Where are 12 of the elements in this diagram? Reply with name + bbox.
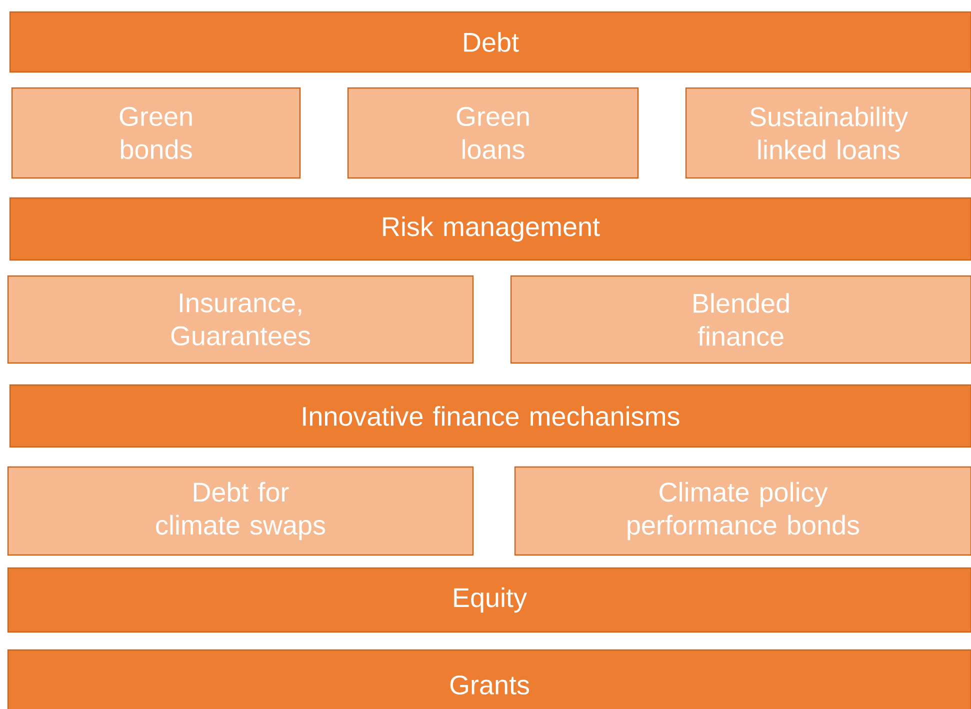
category-box: Green loans [347,87,639,179]
category-box: Insurance, Guarantees [7,275,474,364]
section-band: Debt [9,11,971,73]
section-band: Innovative finance mechanisms [9,384,971,448]
category-box: Climate policy performance bonds [514,466,971,556]
section-band: Risk management [9,197,971,261]
category-box: Green bonds [11,87,301,179]
category-box: Debt for climate swaps [7,466,474,556]
section-band: Grants [7,649,971,709]
section-band: Equity [7,567,971,633]
category-box: Sustainability linked loans [685,87,971,179]
category-box: Blended finance [510,275,971,364]
